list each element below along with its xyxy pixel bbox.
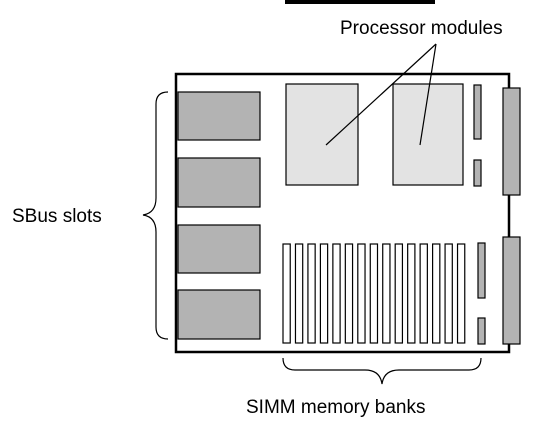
processor-modules-label: Processor modules	[340, 18, 503, 39]
sbus-slot	[177, 224, 261, 274]
simm-slot	[294, 243, 304, 344]
simm-slot	[332, 243, 341, 344]
simm-slot	[456, 243, 466, 344]
simm-slot	[407, 243, 416, 344]
processor-modules-group	[285, 83, 464, 186]
simm-slot	[307, 243, 316, 344]
edge-connector	[502, 236, 521, 345]
sbus-slot	[177, 157, 261, 208]
simm-memory-banks-group	[282, 243, 466, 344]
simm-slot	[444, 243, 453, 344]
simm-slot	[344, 243, 354, 344]
simm-slot	[432, 243, 441, 344]
small-connector	[477, 317, 486, 345]
processor-leader-line	[325, 43, 437, 146]
simm-slot	[319, 243, 329, 344]
sbus-slot	[177, 91, 261, 141]
edge-connector	[502, 87, 521, 196]
sbus-slots-group	[177, 91, 261, 340]
small-connector	[473, 159, 482, 187]
simm-slot	[357, 243, 366, 344]
small-connector	[477, 242, 486, 299]
cropped-heading-fragment	[285, 0, 435, 4]
processor-module	[392, 83, 464, 186]
processor-module	[285, 83, 359, 186]
simm-slot	[419, 243, 428, 344]
processor-leader-line	[419, 43, 437, 146]
small-connector	[473, 84, 482, 140]
simm-slot	[382, 243, 391, 344]
sbus-slot	[177, 289, 261, 340]
simm-memory-banks-label: SIMM memory banks	[246, 397, 425, 418]
simm-slot	[369, 243, 379, 344]
simm-memory-banks-brace	[282, 357, 482, 385]
sbus-slots-label: SBus slots	[12, 206, 102, 227]
simm-slot	[394, 243, 404, 344]
simm-slot	[282, 243, 291, 344]
sbus-slots-brace	[142, 91, 169, 340]
